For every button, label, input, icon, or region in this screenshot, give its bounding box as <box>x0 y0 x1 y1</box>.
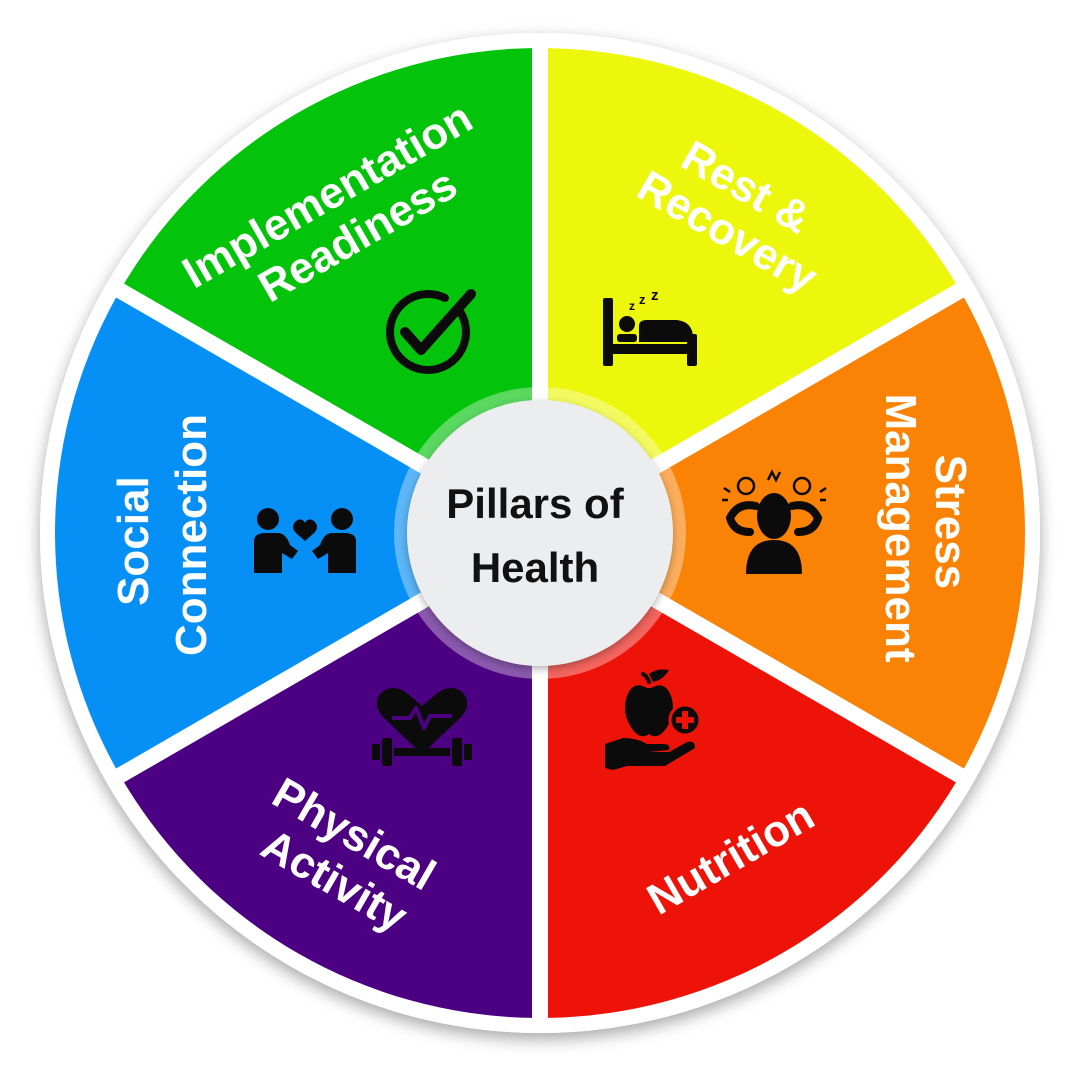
segment-stress-management <box>556 297 1025 769</box>
segment-physical-activity <box>124 546 533 1018</box>
z-small: z <box>629 299 635 313</box>
segment-social-connection <box>54 297 525 769</box>
bed-sleeping-icon: z z z <box>603 287 697 366</box>
center-title-line-1: Pillars of <box>446 480 624 527</box>
center-title-line-2: Health <box>471 544 599 591</box>
label-stress-management: Stress Management <box>876 394 975 663</box>
z-medium: z <box>639 292 646 307</box>
center-disc <box>407 400 673 666</box>
check-circle-icon <box>386 289 476 374</box>
segment-nutrition <box>547 546 956 1018</box>
stressed-person-icon <box>722 469 827 574</box>
people-heart-icon <box>254 508 356 573</box>
label-social-connection: Social Connection <box>109 414 216 656</box>
segment-rest-recovery <box>547 48 956 520</box>
segment-implementation-readiness <box>124 48 533 520</box>
heart-dumbbell-icon <box>372 688 472 766</box>
z-large: z <box>651 287 659 304</box>
apple-hand-icon <box>605 669 702 770</box>
